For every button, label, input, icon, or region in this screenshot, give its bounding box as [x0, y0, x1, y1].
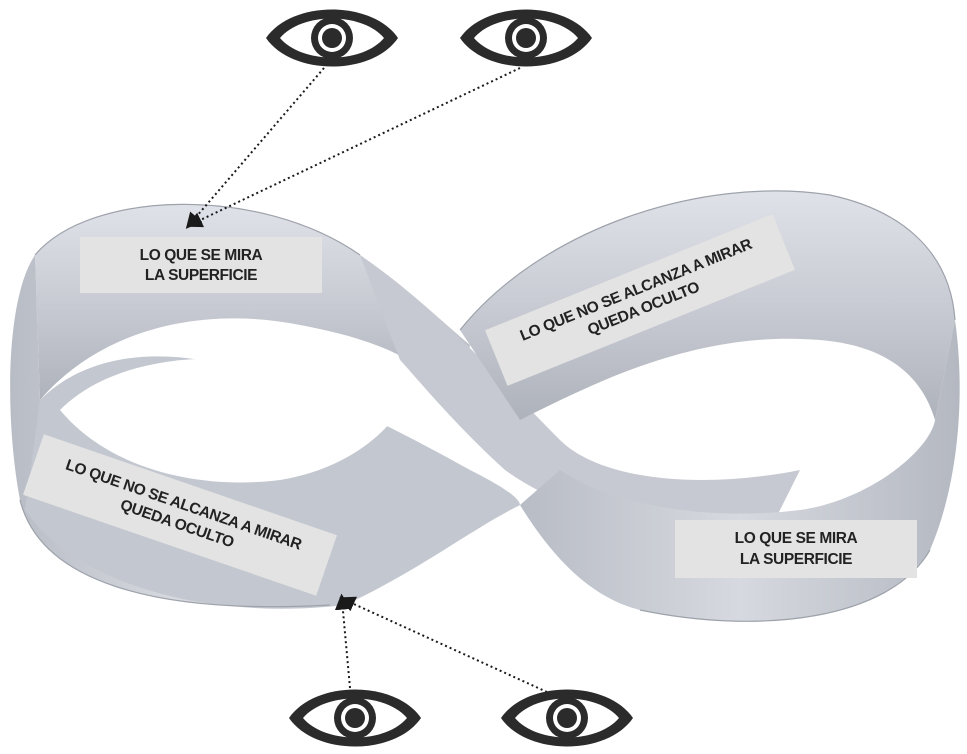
eye-icon [501, 689, 633, 747]
band-center-cross [360, 255, 800, 532]
right-hole [570, 358, 930, 472]
band-edge-top-left [34, 203, 361, 256]
eye-icon [460, 9, 592, 67]
left-hole [60, 358, 400, 483]
band-edge-top-right [459, 190, 956, 331]
band-right-upper [460, 190, 955, 420]
label-top-left-line2: LA SUPERFICIE [145, 267, 257, 284]
arrow-top-left [185, 67, 325, 229]
arrow-bottom-left [334, 593, 351, 689]
label-top-left: LO QUE SE MIRA LA SUPERFICIE [80, 237, 322, 293]
label-top-left-line1: LO QUE SE MIRA [140, 247, 263, 264]
arrow-bottom-right [339, 596, 548, 693]
label-bottom-right: LO QUE SE MIRA LA SUPERFICIE [675, 520, 917, 578]
arrows [185, 67, 548, 693]
label-bottom-right-line1: LO QUE SE MIRA [735, 530, 858, 547]
eye-icon [266, 9, 398, 67]
label-bottom-right-line2: LA SUPERFICIE [740, 551, 852, 568]
arrow-top-right [186, 67, 521, 228]
eye-icon [289, 689, 421, 747]
